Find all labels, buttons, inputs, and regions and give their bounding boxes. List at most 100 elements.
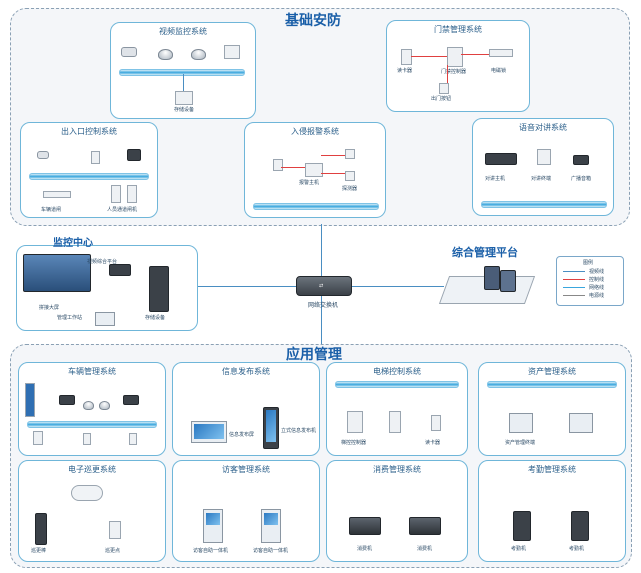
gate-icon: [111, 185, 121, 203]
attendance-panel: 考勤管理系统 考勤机 考勤机: [478, 460, 626, 562]
legend-item: 电源线: [589, 293, 605, 299]
dome-camera-icon: [83, 401, 94, 410]
entrance-panel-title: 出入口控制系统: [61, 127, 117, 136]
asset-terminal-label: 资产管理终端: [505, 440, 536, 446]
controller-icon: [347, 411, 363, 433]
elevator-bus: [335, 381, 459, 388]
gate-icon: [127, 185, 137, 203]
alarm-detector-label: 探测器: [342, 186, 358, 192]
asset-bus: [487, 381, 617, 388]
video-bus: [119, 69, 245, 76]
platform-link: [352, 286, 444, 287]
attendance-panel-title: 考勤管理系统: [528, 465, 576, 474]
monitor-icon: [95, 312, 115, 326]
elevator-panel-icon: [389, 411, 401, 433]
pos-terminal-icon: [349, 517, 381, 535]
bullet-camera-icon: [121, 47, 137, 57]
card-reader-icon: [431, 415, 441, 431]
vehicle-panel-title: 车辆管理系统: [68, 367, 116, 376]
monitor-icon: [191, 421, 227, 443]
alarm-host-icon: [305, 163, 323, 177]
asset-panel: 资产管理系统 资产管理终端: [478, 362, 626, 456]
monitor-center-title: 监控中心: [53, 238, 93, 249]
card-reader-icon: [83, 433, 91, 445]
dome-camera-icon: [191, 49, 206, 60]
basic-security-title: 基础安防: [285, 13, 341, 29]
video-storage-label: 存储设备: [174, 107, 195, 113]
card-reader-icon: [91, 151, 100, 164]
intercom-terminal-label: 对讲终端: [531, 176, 552, 182]
dome-camera-icon: [99, 401, 110, 410]
alarm-host-label: 报警主机: [299, 180, 320, 186]
server-icon: [149, 266, 169, 312]
card-reader-icon: [129, 433, 137, 445]
visitor-terminal-label: 访客自助一体机: [253, 548, 289, 554]
magnetic-lock-icon: [489, 49, 513, 57]
attendance-terminal-icon: [513, 511, 531, 541]
platform-title: 综合管理平台: [452, 246, 518, 259]
video-server-icon: [224, 45, 240, 59]
intercom-panel-title: 语音对讲系统: [519, 123, 567, 132]
consume-panel: 消费管理系统 消费机 消费机: [326, 460, 468, 562]
workstation-label: 管理工作站: [57, 315, 83, 321]
switch-icon[interactable]: ⇄: [296, 276, 352, 296]
entrance-panel: 出入口控制系统 车辆道闸 人员通道闸机: [20, 122, 158, 218]
release-screen-label: 信息发布屏: [229, 432, 255, 438]
decoder-label: 视频综合平台: [87, 259, 118, 265]
vehicle-panel: 车辆管理系统: [18, 362, 166, 456]
card-reader-icon: [401, 49, 412, 65]
controller-icon: [123, 395, 139, 405]
intercom-host-icon: [485, 153, 517, 165]
asset-panel-title: 资产管理系统: [528, 367, 576, 376]
detector-icon: [273, 159, 283, 171]
controller-icon: [127, 149, 141, 161]
door-lock-label: 电磁锁: [491, 68, 507, 74]
video-wall-icon: [23, 254, 91, 292]
kiosk-icon: [263, 407, 279, 449]
intercom-panel: 语音对讲系统 对讲主机 对讲终端 广播音箱: [472, 118, 614, 216]
intercom-speaker-label: 广播音箱: [571, 176, 592, 182]
door-controller-label: 门禁控制器: [441, 69, 467, 75]
elevator-panel: 电梯控制系统 梯控控制器 读卡器: [326, 362, 468, 456]
legend: 图例 视频线 控制线 网络线 电源线: [556, 256, 624, 306]
attendance-terminal-icon: [571, 511, 589, 541]
detector-icon: [345, 171, 355, 181]
patrol-panel-title: 电子巡更系统: [68, 465, 116, 474]
door-panel-title: 门禁管理系统: [434, 25, 482, 34]
decoder-icon: [109, 264, 131, 276]
display-icon: [25, 383, 35, 417]
legend-item: 控制线: [589, 277, 605, 283]
vehicle-bus: [27, 421, 157, 428]
attendance-label: 考勤机: [511, 546, 527, 552]
intercom-terminal-icon: [537, 149, 551, 165]
network-switch-label: 网络交换机: [308, 302, 339, 309]
asset-terminal-icon: [509, 413, 533, 433]
bullet-camera-icon: [37, 151, 49, 159]
elevator-reader-label: 读卡器: [425, 440, 441, 446]
barrier-icon: [43, 191, 71, 198]
door-exit-label: 出门按钮: [431, 96, 452, 102]
patrol-point-label: 巡更点: [105, 548, 121, 554]
intercom-bus: [481, 201, 607, 208]
microphone-icon: [573, 155, 589, 165]
info-panel: 信息发布系统 信息发布屏 立式信息发布机: [172, 362, 320, 456]
pos-terminal-icon: [409, 517, 441, 535]
video-panel: 视频监控系统 存储设备: [110, 22, 256, 119]
intercom-host-label: 对讲主机: [485, 176, 506, 182]
controller-icon: [447, 47, 463, 67]
video-panel-title: 视频监控系统: [159, 27, 207, 36]
visitor-panel: 访客管理系统 访客自助一体机 访客自助一体机: [172, 460, 320, 562]
totem-label: 立式信息发布机: [281, 428, 317, 434]
kiosk-icon: [203, 509, 223, 543]
pos-label: 消费机: [417, 546, 433, 552]
patrol-point-icon: [109, 521, 121, 539]
entrance-barrier-label: 车辆道闸: [41, 207, 62, 213]
video-storage-icon: [175, 91, 193, 105]
alarm-bus: [253, 203, 379, 210]
legend-title: 图例: [583, 260, 594, 266]
door-reader-label: 读卡器: [397, 68, 413, 74]
visitor-panel-title: 访客管理系统: [222, 465, 270, 474]
controller-icon: [59, 395, 75, 405]
consume-panel-title: 消费管理系统: [373, 465, 421, 474]
asset-terminal-icon: [569, 413, 593, 433]
